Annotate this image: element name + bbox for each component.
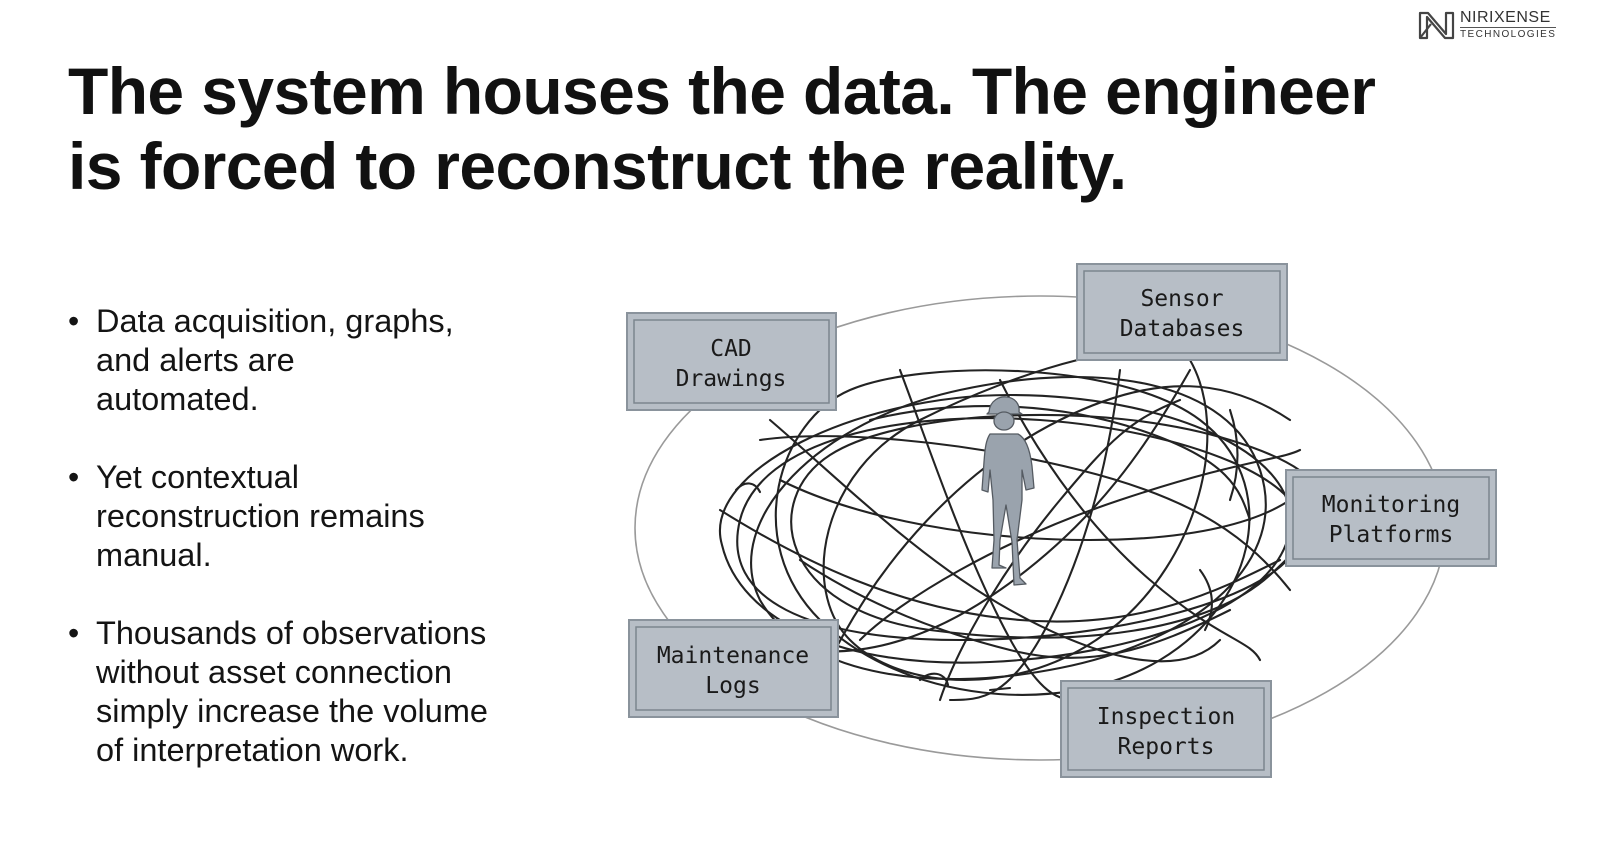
bullet-item: • Data acquisition, graphs, and alerts a… xyxy=(66,302,586,419)
node-sensor-label-1: Sensor xyxy=(1140,286,1223,312)
node-inspection-label-1: Inspection xyxy=(1097,704,1235,730)
bullet-item: • Yet contextual reconstruction remains … xyxy=(66,458,586,575)
node-monitoring-platforms: Monitoring Platforms xyxy=(1285,469,1497,567)
brand-name: NIRIXENSE xyxy=(1460,10,1557,28)
bullet-1-line-3: automated. xyxy=(96,381,259,417)
node-cad-drawings: CAD Drawings xyxy=(626,312,837,411)
node-sensor-label-2: Databases xyxy=(1120,316,1245,342)
page-title: The system houses the data. The engineer… xyxy=(68,54,1508,204)
bullet-3-line-2: without asset connection xyxy=(96,654,452,690)
bullet-item: • Thousands of observations without asse… xyxy=(66,614,586,770)
brand-subtitle: TECHNOLOGIES xyxy=(1460,29,1557,40)
bullet-3-line-4: of interpretation work. xyxy=(96,732,409,768)
bullet-2-line-2: reconstruction remains xyxy=(96,498,425,534)
bullet-1-line-2: and alerts are xyxy=(96,342,295,378)
bullet-2-line-3: manual. xyxy=(96,537,212,573)
title-line-2: is forced to reconstruct the reality. xyxy=(68,129,1127,203)
brand-logo: NIRIXENSE TECHNOLOGIES xyxy=(1418,8,1576,42)
node-sensor-databases: Sensor Databases xyxy=(1076,263,1288,361)
bullet-3-line-3: simply increase the volume xyxy=(96,693,488,729)
node-monitoring-label-1: Monitoring xyxy=(1322,492,1460,518)
bullet-1-line-1: Data acquisition, graphs, xyxy=(96,303,454,339)
engineer-figure-icon xyxy=(981,396,1035,586)
node-maintenance-label-2: Logs xyxy=(705,673,760,699)
node-monitoring-label-2: Platforms xyxy=(1329,522,1454,548)
bullet-3-line-1: Thousands of observations xyxy=(96,615,487,651)
node-maintenance-logs: Maintenance Logs xyxy=(628,619,839,718)
node-cad-label-1: CAD xyxy=(710,336,752,362)
node-maintenance-label-1: Maintenance xyxy=(657,643,809,669)
bullet-2-line-1: Yet contextual xyxy=(96,459,299,495)
bullet-dot: • xyxy=(68,303,80,339)
node-cad-label-2: Drawings xyxy=(676,366,787,392)
title-line-1: The system houses the data. The engineer xyxy=(68,54,1376,128)
bullet-dot: • xyxy=(68,615,80,651)
bullet-dot: • xyxy=(68,459,80,495)
nirixense-logo-icon xyxy=(1418,11,1455,40)
bullet-list: • Data acquisition, graphs, and alerts a… xyxy=(66,302,586,809)
node-inspection-label-2: Reports xyxy=(1118,734,1215,760)
node-inspection-reports: Inspection Reports xyxy=(1060,680,1272,778)
